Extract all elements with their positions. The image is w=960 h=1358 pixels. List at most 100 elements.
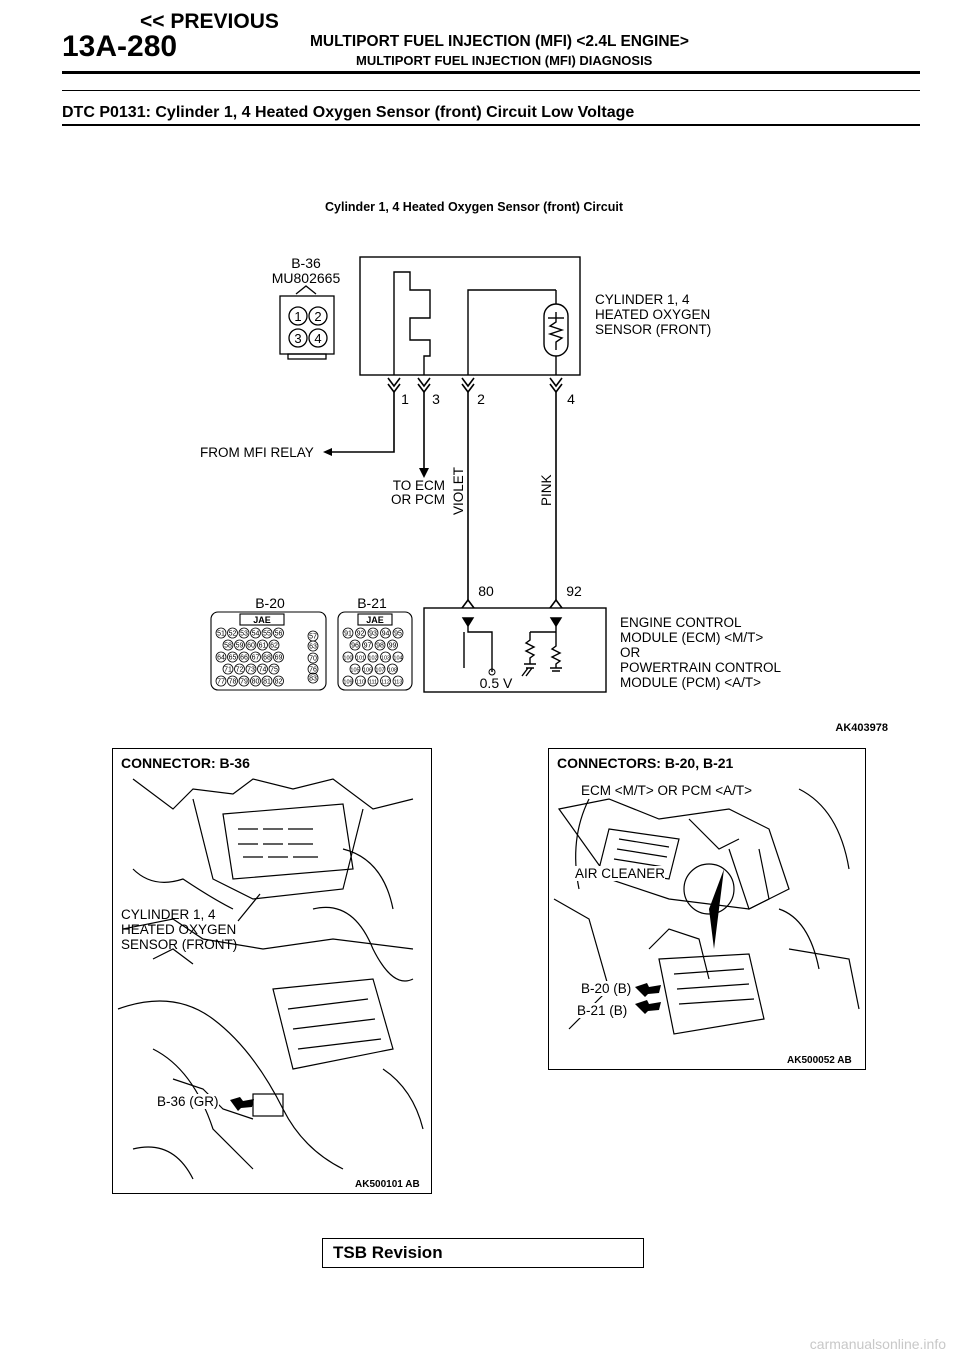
pin-circle [268, 639, 280, 651]
pin-circle [349, 639, 361, 651]
pin-number: 61 [259, 643, 267, 650]
dtc-heading: DTC P0131: Cylinder 1, 4 Heated Oxygen S… [62, 104, 635, 121]
pin-circle [367, 651, 379, 663]
pin-number: 71 [224, 667, 232, 674]
ecm-terminal: 80 [478, 583, 494, 599]
pin-number: 108 [388, 668, 397, 674]
pin-number: 60 [247, 643, 255, 650]
terminal-label: 2 [477, 391, 485, 407]
ecm-label: OR [620, 645, 641, 660]
ecm-box [423, 607, 607, 693]
pin-circle [355, 627, 366, 639]
pin-circle [380, 651, 391, 663]
pin-number: 54 [252, 631, 260, 638]
header-rule [62, 71, 920, 74]
dtc-rule [62, 124, 920, 126]
sensor-label: SENSOR (FRONT) [595, 322, 711, 337]
pin-number: 111 [369, 680, 377, 686]
pin-number: 91 [344, 631, 352, 638]
pin-number: 103 [381, 656, 390, 662]
pin-number: 59 [236, 643, 244, 650]
pin-circle [238, 651, 250, 663]
figure-code: AK500101 AB [355, 1179, 420, 1190]
pin-circle [374, 663, 386, 675]
pin-circle [355, 675, 366, 687]
ecm-label: ENGINE CONTROL [620, 615, 742, 630]
pin-circle [307, 672, 319, 684]
connector-b36-label: B-36 [291, 255, 321, 271]
pin-circle [268, 663, 280, 675]
pin-number: 82 [275, 679, 283, 686]
pin-number: 57 [309, 634, 317, 641]
pin-number: 83 [309, 676, 317, 683]
pin-number: 102 [368, 656, 377, 662]
wires [330, 377, 563, 609]
pin-circle [238, 675, 250, 687]
pin-number: 93 [369, 631, 377, 638]
photo-left-title: CONNECTOR: B-36 [121, 755, 250, 771]
circuit-diagram: Cylinder 1, 4 Heated Oxygen Sensor (fron… [200, 200, 888, 734]
oxygen-sensor-box [359, 256, 581, 376]
pin-number: 100 [343, 656, 352, 662]
pin-number: 113 [394, 680, 403, 686]
pin-number: 104 [393, 656, 402, 662]
pin-circle [227, 627, 238, 639]
pin-number: 101 [356, 656, 365, 662]
pin-circle [257, 663, 268, 675]
pin-number: 112 [381, 680, 390, 686]
sensor-label: HEATED OXYGEN [595, 307, 710, 322]
diagram-title: Cylinder 1, 4 Heated Oxygen Sensor (fron… [325, 200, 624, 214]
wire-color-violet: VIOLET [451, 467, 466, 515]
pin-circle [234, 639, 245, 651]
pin-number: 64 [217, 655, 225, 662]
pin-circle [215, 675, 227, 687]
pin-number: 58 [224, 643, 232, 650]
page-number: 13A-280 [62, 30, 178, 63]
ecm-terminal: 92 [566, 583, 582, 599]
sensor-callout: HEATED OXYGEN [121, 922, 237, 937]
voltage-value: 0.5 V [480, 675, 513, 691]
pin-number: 72 [236, 667, 244, 674]
test-point [488, 668, 496, 676]
sensor-callout: SENSOR (FRONT) [121, 937, 238, 952]
jae-mark: JAE [253, 615, 271, 625]
air-cleaner-callout: AIR CLEANER [575, 866, 666, 881]
pin-circle [215, 627, 227, 639]
pin-label: 3 [294, 331, 301, 346]
previous-page-link[interactable]: << PREVIOUS [140, 10, 279, 33]
pin-circle [250, 651, 261, 663]
ecm-label: MODULE (PCM) <A/T> [620, 675, 761, 690]
pin-circle [273, 675, 284, 687]
jae-mark: JAE [366, 615, 384, 625]
section-subtitle: MULTIPORT FUEL INJECTION (MFI) DIAGNOSIS [356, 53, 653, 68]
pin-circle [234, 663, 245, 675]
sensor-callout: CYLINDER 1, 4 [121, 907, 216, 922]
pin-circle [307, 663, 319, 675]
pin-number: 70 [309, 656, 317, 663]
pin-circle [250, 675, 261, 687]
to-ecm-label: TO ECM [393, 478, 445, 493]
ecm-label: MODULE (ECM) <M/T> [620, 630, 763, 645]
pin-number: 65 [229, 655, 237, 662]
connector-b21-face [337, 611, 413, 691]
pin-circle [250, 627, 261, 639]
pin-number: 56 [275, 631, 283, 638]
terminal-label: 4 [567, 391, 575, 407]
pin-circle [261, 675, 273, 687]
pin-circle [342, 675, 354, 687]
pin-label: 4 [314, 331, 321, 346]
photo-connector-b36: CONNECTOR: B-36 CYLINDER 1, 4 HEATED OXY… [112, 748, 432, 1194]
b21-callout: B-21 (B) [577, 1003, 628, 1018]
pin-number: 52 [229, 631, 237, 638]
pin-circle [227, 651, 238, 663]
connector-b36-part: MU802665 [272, 270, 341, 286]
pin-circle [245, 639, 257, 651]
pin-number: 97 [364, 643, 372, 650]
engine-bay-sketch [117, 778, 424, 1180]
pin-number: 79 [240, 679, 248, 686]
connector-callout: B-36 (GR) [157, 1094, 219, 1109]
pin-number: 80 [252, 679, 260, 686]
figure-code: AK403978 [835, 722, 888, 734]
pin-number: 75 [270, 667, 278, 674]
pin-circle [392, 675, 404, 687]
